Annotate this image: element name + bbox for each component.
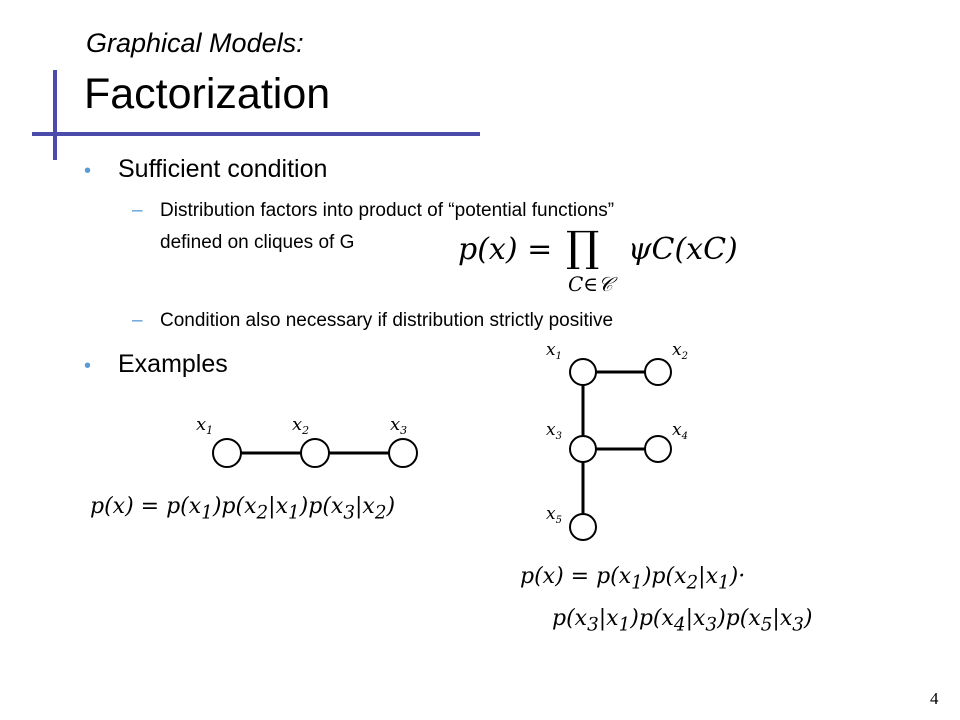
chain-graph: x1 x2 x3 [196,414,418,468]
formula-product-index: C∈𝒞 [568,272,613,296]
chain-label-x2: x2 [292,414,309,437]
chain-equation: p(x) = p(x1)p(x2|x1)p(x3|x2) [90,494,396,524]
chain-node-x2 [300,438,330,468]
slide-title: Factorization [84,70,331,118]
formula-rhs: ψC(xC) [628,232,738,267]
chain-node-x3 [388,438,418,468]
sub-bullet-marker: – [132,200,143,221]
chain-label-x1: x1 [196,414,213,437]
sub-item-factors-line2: defined on cliques of G [160,232,355,253]
tree-label-x3: x3 [546,420,562,442]
page-number: 4 [930,689,939,708]
tree-node-x1 [569,358,597,386]
formula-lhs: p(x) = [458,232,553,267]
bullet-marker: • [84,160,92,182]
title-accent-horizontal [32,132,480,136]
tree-equation-line2: p(x3|x1)p(x4|x3)p(x5|x3) [552,606,813,636]
title-accent-vertical [53,70,57,160]
slide-subtitle: Graphical Models: [86,28,304,58]
chain-label-x3: x3 [390,414,407,437]
tree-label-x5: x5 [546,504,562,526]
chain-node-x1 [212,438,242,468]
tree-node-x3 [569,435,597,463]
sub-item-necessary: Condition also necessary if distribution… [160,310,614,331]
sub-bullet-marker: – [132,310,143,331]
tree-node-x5 [569,513,597,541]
tree-label-x2: x2 [672,340,688,362]
tree-equation-line1: p(x) = p(x1)p(x2|x1)· [520,564,746,594]
tree-node-x4 [644,435,672,463]
sub-item-factors-line1: Distribution factors into product of “po… [160,200,615,221]
tree-label-x4: x4 [672,420,688,442]
tree-graph: x1 x2 x3 x4 x5 [546,340,688,541]
formula-product-symbol: ∏ [566,222,600,271]
bullet-examples: Examples [118,350,228,378]
bullet-marker: • [84,355,92,377]
tree-node-x2 [644,358,672,386]
tree-label-x1: x1 [546,340,562,362]
bullet-sufficient-condition: Sufficient condition [118,155,328,183]
